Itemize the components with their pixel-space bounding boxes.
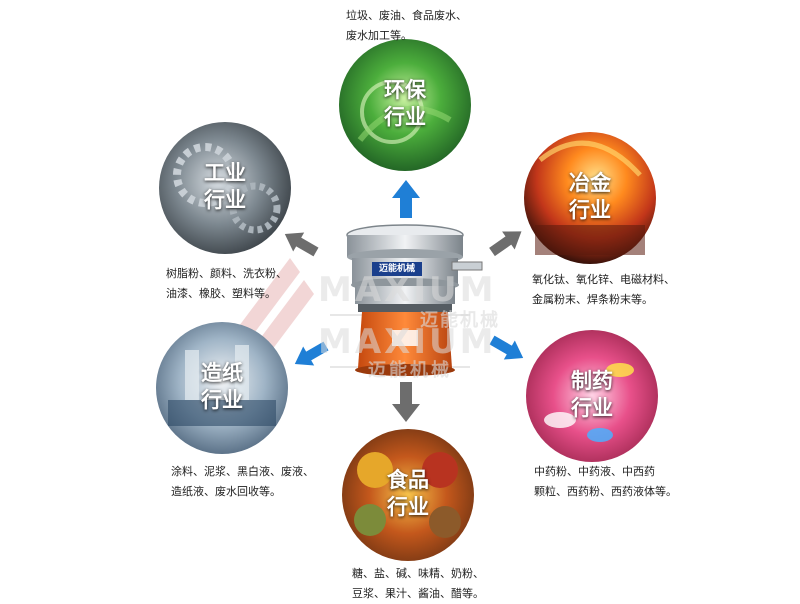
watermark-brand-lower: MAXIUM bbox=[318, 322, 497, 362]
desc-pharma-line1: 中药粉、中药液、中西药 bbox=[534, 465, 655, 478]
desc-env: 垃圾、废油、食品废水、 废水加工等。 bbox=[346, 6, 467, 46]
industry-name-paper: 造纸 行业 bbox=[201, 361, 243, 412]
arrow-lower-right bbox=[489, 335, 524, 360]
circle-pharma-image bbox=[526, 330, 658, 462]
desc-paper-line2: 造纸液、废水回收等。 bbox=[171, 485, 281, 498]
industry-name-food: 食品 行业 bbox=[387, 468, 429, 519]
desc-env-line2: 废水加工等。 bbox=[346, 29, 412, 42]
desc-food: 糖、盐、碱、味精、奶粉、 豆浆、果汁、酱油、醋等。 bbox=[352, 564, 484, 604]
machine-badge: 迈能机械 bbox=[378, 264, 415, 274]
arrow-down bbox=[392, 382, 420, 422]
vibrating-sieve-machine bbox=[346, 224, 483, 376]
arrow-upper-left bbox=[284, 232, 319, 257]
desc-paper-line1: 涂料、泥浆、黑白液、废液、 bbox=[171, 465, 314, 478]
circle-metal-image bbox=[524, 132, 656, 264]
circle-food-image bbox=[342, 429, 474, 561]
desc-metal: 氧化钛、氧化锌、电磁材料、 金属粉末、焊条粉末等。 bbox=[532, 270, 675, 310]
industry-name-pharma: 制药 行业 bbox=[571, 369, 613, 420]
desc-metal-line2: 金属粉末、焊条粉末等。 bbox=[532, 293, 653, 306]
desc-food-line1: 糖、盐、碱、味精、奶粉、 bbox=[352, 567, 484, 580]
circle-industry-image bbox=[159, 122, 291, 254]
desc-industry-line2: 油漆、橡胶、塑料等。 bbox=[166, 287, 276, 300]
watermark-slogan-lower: 迈能机械 bbox=[368, 360, 452, 381]
watermark-brand-upper: MAXIUM bbox=[318, 270, 497, 310]
industry-circle-env: 环保 行业 bbox=[339, 39, 471, 171]
industry-name-metal: 冶金 行业 bbox=[569, 171, 611, 222]
desc-food-line2: 豆浆、果汁、酱油、醋等。 bbox=[352, 587, 484, 600]
circle-env-image bbox=[339, 39, 471, 171]
desc-pharma: 中药粉、中药液、中西药 颗粒、西药粉、西药液体等。 bbox=[534, 462, 677, 502]
industry-circle-metal: 冶金 行业 bbox=[524, 132, 656, 264]
industry-name-industry: 工业 行业 bbox=[204, 161, 246, 212]
desc-paper: 涂料、泥浆、黑白液、废液、 造纸液、废水回收等。 bbox=[171, 462, 314, 502]
industry-circle-paper: 造纸 行业 bbox=[156, 322, 288, 454]
desc-env-line1: 垃圾、废油、食品废水、 bbox=[346, 9, 467, 22]
industry-circle-industry: 工业 行业 bbox=[159, 122, 291, 254]
arrow-lower-left bbox=[294, 341, 329, 366]
desc-metal-line1: 氧化钛、氧化锌、电磁材料、 bbox=[532, 273, 675, 286]
desc-industry-line1: 树脂粉、颜料、洗衣粉、 bbox=[166, 267, 287, 280]
desc-pharma-line2: 颗粒、西药粉、西药液体等。 bbox=[534, 485, 677, 498]
arrow-upper-right bbox=[489, 231, 522, 257]
industry-name-env: 环保 行业 bbox=[384, 78, 426, 129]
industry-circle-pharma: 制药 行业 bbox=[526, 330, 658, 462]
watermark-slogan-upper: 迈能机械 bbox=[420, 310, 500, 331]
arrow-up bbox=[392, 180, 420, 218]
desc-industry: 树脂粉、颜料、洗衣粉、 油漆、橡胶、塑料等。 bbox=[166, 264, 287, 304]
industry-circle-food: 食品 行业 bbox=[342, 429, 474, 561]
circle-paper-image bbox=[156, 322, 288, 454]
